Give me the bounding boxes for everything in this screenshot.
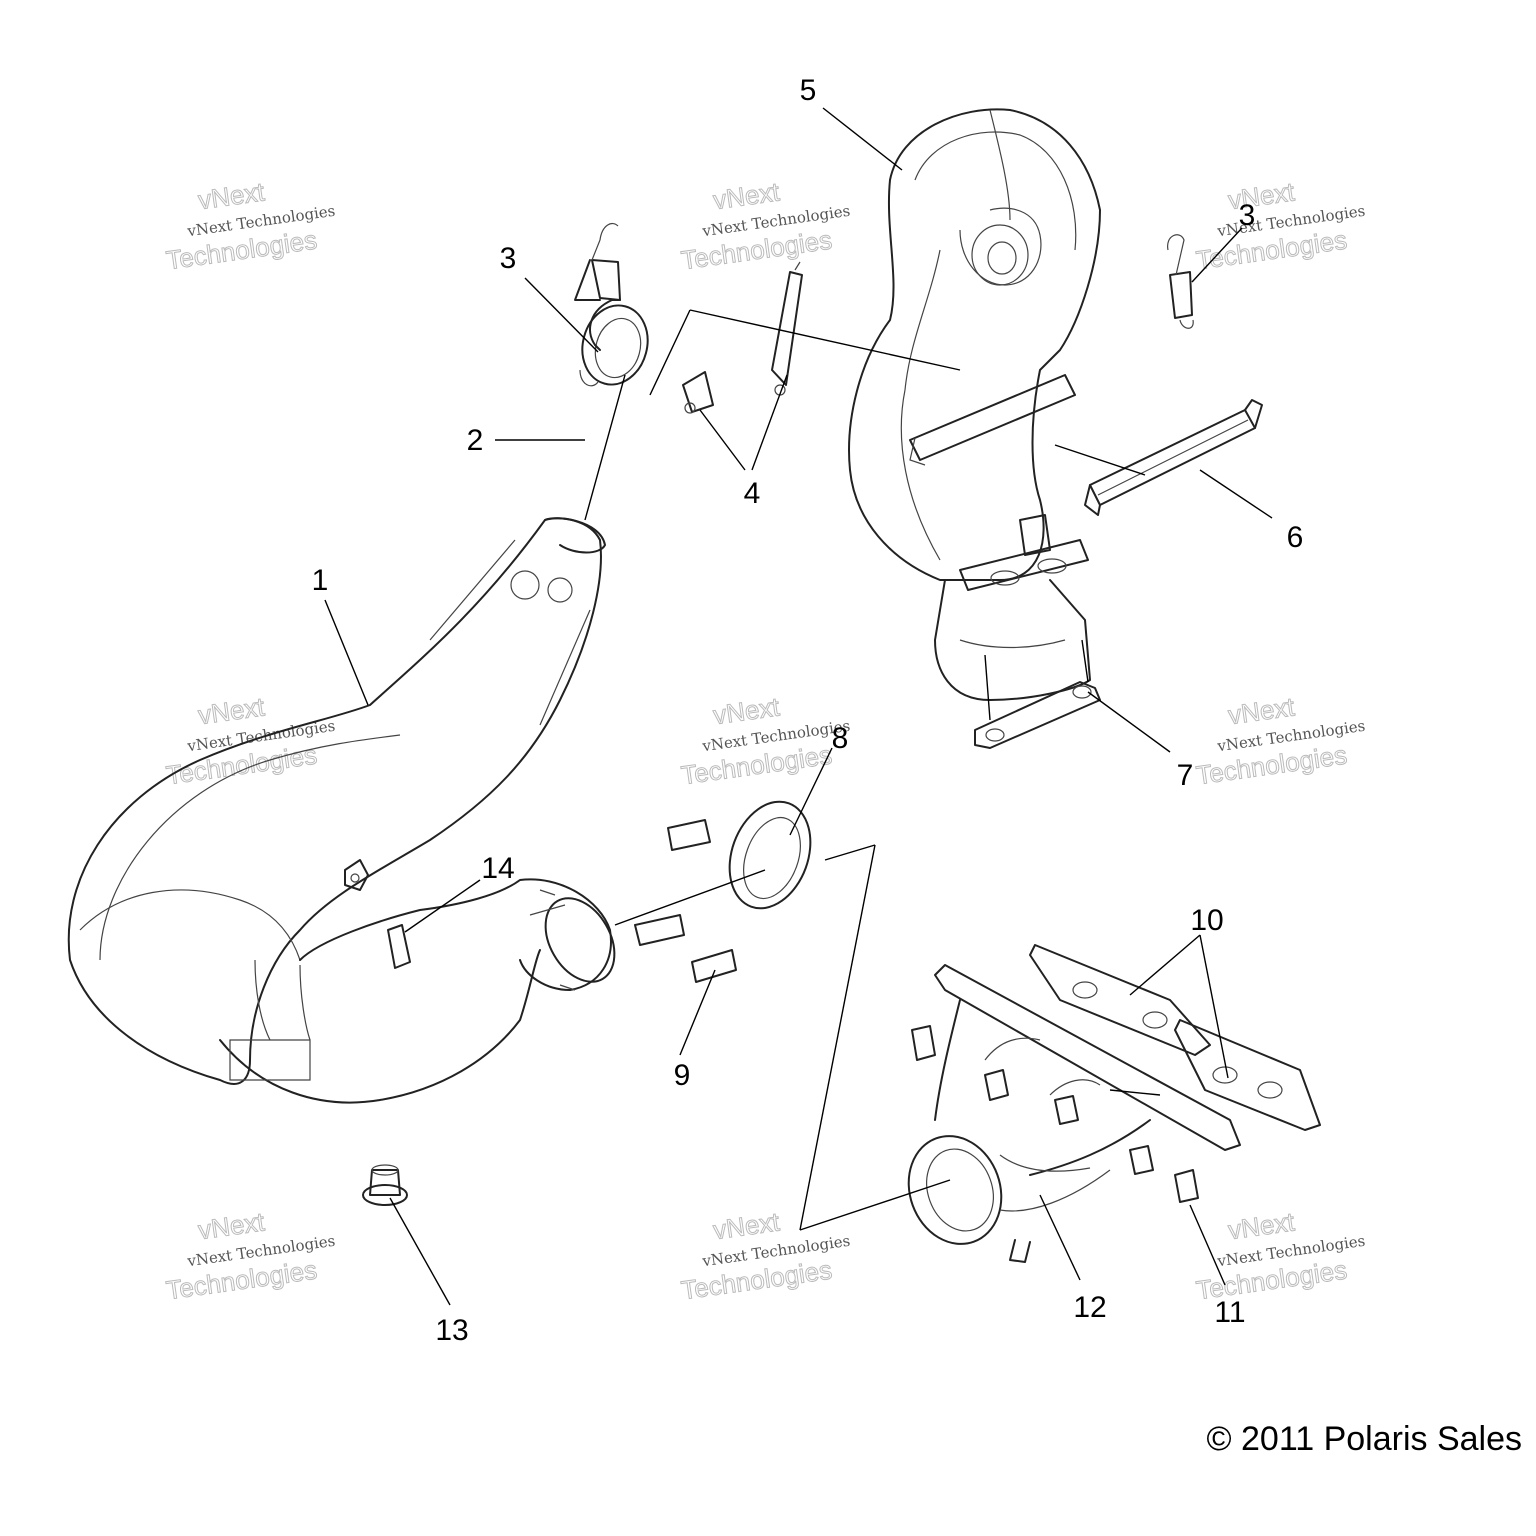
callout-6: 6 [1287, 521, 1304, 554]
callout-13: 13 [435, 1314, 468, 1347]
watermark-top-center: vNext vNext Technologies Technologies [679, 176, 852, 276]
part-13-plug [362, 1164, 408, 1206]
svg-text:vNext: vNext [196, 691, 267, 730]
watermark-mid-left: vNext vNext Technologies Technologies [164, 691, 337, 791]
svg-text:vNext: vNext [1226, 176, 1297, 215]
part-8-ring-seal [728, 800, 812, 910]
svg-text:vNext: vNext [196, 1206, 267, 1245]
svg-text:vNext: vNext [1226, 691, 1297, 730]
watermark-mid-center: vNext vNext Technologies Technologies [679, 691, 852, 791]
part-11-bolts [911, 1025, 1199, 1203]
svg-text:vNext: vNext [711, 691, 782, 730]
watermark-bottom-right: vNext vNext Technologies Technologies [1194, 1206, 1367, 1306]
watermark-top-left: vNext vNext Technologies Technologies [164, 176, 337, 276]
callout-9: 9 [674, 1059, 691, 1092]
callout-11: 11 [1214, 1296, 1245, 1329]
watermark-mid-right: vNext vNext Technologies Technologies [1194, 691, 1367, 791]
part-10-gaskets [1029, 944, 1321, 1131]
part-9-springs [634, 819, 737, 983]
svg-text:vNext: vNext [711, 176, 782, 215]
callout-1: 1 [312, 564, 329, 597]
callout-12: 12 [1073, 1291, 1106, 1324]
callout-5: 5 [800, 74, 817, 107]
callout-14: 14 [481, 852, 514, 885]
part-4-springs [682, 261, 803, 414]
part-14-spring [387, 924, 411, 969]
watermark-bottom-center: vNext vNext Technologies Technologies [679, 1206, 852, 1306]
part-3-spring-right [1167, 234, 1194, 329]
callout-7: 7 [1177, 759, 1194, 792]
callout-3-left: 3 [500, 242, 517, 275]
svg-text:vNext: vNext [711, 1206, 782, 1245]
leader-lines [324, 107, 1273, 1306]
callout-2: 2 [467, 424, 484, 457]
callout-4: 4 [744, 477, 761, 510]
watermark-top-right: vNext vNext Technologies Technologies [1194, 176, 1367, 276]
copyright-text: © 2011 Polaris Sales [1207, 1420, 1522, 1458]
part-7-mount-plate [974, 681, 1101, 749]
part-6-bracket [1084, 399, 1263, 516]
part-12-exhaust-manifold [907, 964, 1241, 1263]
part-5-muffler [848, 108, 1101, 701]
callout-labels: 1 2 3 3 4 5 6 7 8 9 10 11 12 13 14 [312, 74, 1304, 1347]
part-3-spring-left [574, 222, 621, 387]
part-2-ring-gasket [581, 304, 649, 386]
callout-8: 8 [832, 722, 849, 755]
svg-text:vNext: vNext [196, 176, 267, 215]
watermark-bottom-left: vNext vNext Technologies Technologies [164, 1206, 337, 1306]
svg-text:vNext: vNext [1226, 1206, 1297, 1245]
part-1-expansion-chamber [67, 517, 616, 1104]
callout-3-right: 3 [1239, 199, 1256, 232]
callout-10: 10 [1190, 904, 1223, 937]
